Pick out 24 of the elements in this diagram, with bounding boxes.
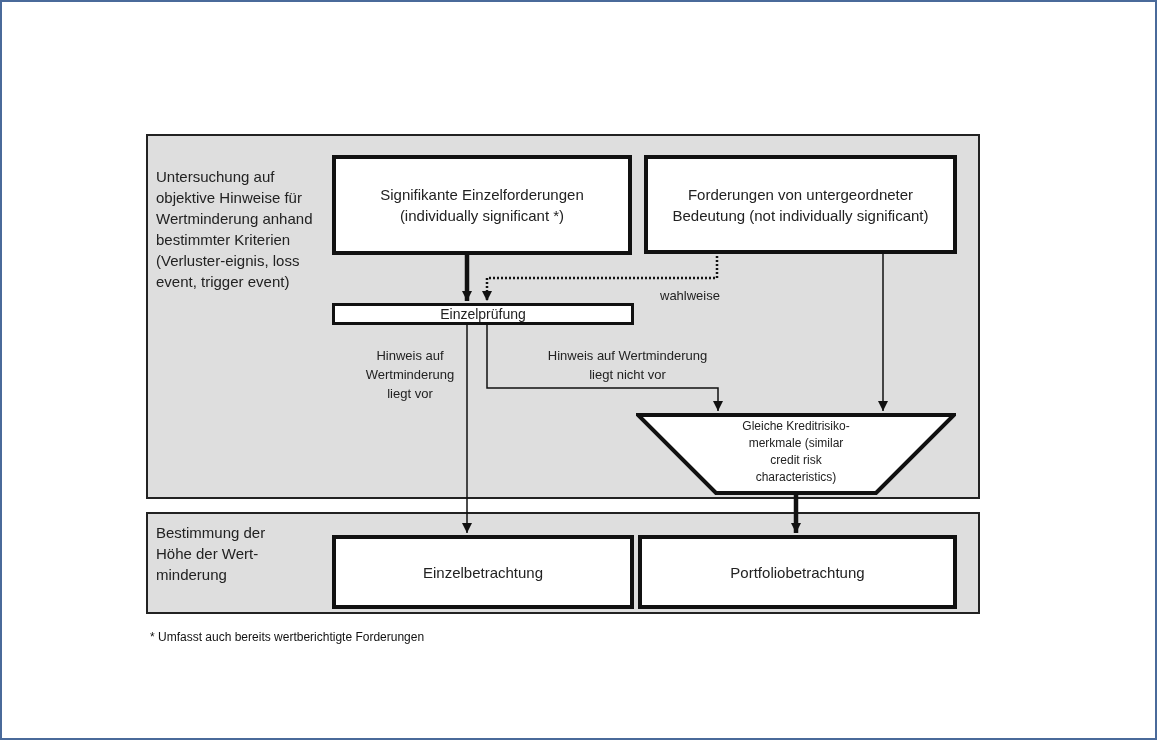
edge-label: Hinweis auf Wertminderung liegt vor bbox=[364, 347, 456, 403]
arrow bbox=[462, 253, 472, 301]
arrow bbox=[462, 322, 472, 534]
node-text: Forderungen von untergeordneter Bedeutung (not individually significant) bbox=[671, 184, 930, 226]
section-label: Bestimmung der Höhe der Wert-minderung bbox=[156, 523, 267, 585]
section-panel bbox=[146, 512, 980, 614]
node-text: Signifikante Einzelforderungen (individually significant *) bbox=[379, 185, 585, 226]
edge-label: Hinweis auf Wertminderung liegt nicht vor bbox=[546, 347, 709, 384]
node-text: Einzelprüfung bbox=[439, 306, 527, 322]
arrow bbox=[878, 251, 888, 412]
node-text: Gleiche Kreditrisiko-merkmale (similar credit risk characteristics) bbox=[741, 418, 851, 486]
arrow bbox=[486, 322, 723, 412]
section-label: Untersuchung auf objektive Hinweise für Wertminderung anhand bestimmter Kriterien (Verluster-eignis, loss event, trigger event) bbox=[156, 167, 314, 292]
process-box bbox=[644, 155, 957, 254]
section-panel bbox=[146, 134, 980, 499]
process-box bbox=[638, 535, 957, 609]
footnote: * Umfasst auch bereits wertberichtigte Forderungen bbox=[150, 629, 425, 646]
arrow bbox=[791, 493, 801, 533]
process-box bbox=[332, 535, 634, 609]
node-text: Einzelbetrachtung bbox=[421, 562, 545, 583]
process-box bbox=[332, 155, 632, 255]
process-bar bbox=[332, 303, 634, 325]
edge-label: wahlweise bbox=[660, 287, 721, 305]
node-text: Portfoliobetrachtung bbox=[729, 562, 866, 583]
